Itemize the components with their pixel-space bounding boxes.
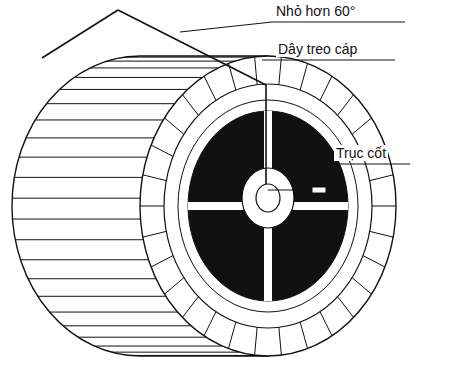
flange-rib (372, 206, 396, 207)
hanging-rope (42, 10, 118, 58)
flange-rib (300, 322, 307, 349)
cable-winding (28, 278, 156, 279)
cable-winding (12, 219, 140, 220)
flange-rib (143, 175, 166, 181)
drum-flange (140, 56, 396, 356)
cable-winding (38, 296, 166, 297)
hub-bore (256, 184, 280, 212)
flange-rib (279, 327, 282, 355)
flange-rib (255, 327, 258, 355)
cable-winding (63, 325, 191, 326)
cable-winding (15, 239, 143, 240)
flange-inner-ring (164, 84, 372, 328)
flange-rib (370, 175, 393, 181)
flange-rib (151, 256, 173, 267)
flange-rib (228, 322, 235, 349)
cable-winding (19, 157, 147, 158)
leader-line (305, 164, 330, 187)
cable-winding (94, 346, 222, 347)
cable-winding (46, 103, 174, 104)
flange-rib (338, 95, 354, 116)
flange-ring (178, 100, 358, 312)
cable-winding (90, 67, 218, 68)
flange-rib (182, 297, 198, 318)
part-label: Dây treo cáp (276, 41, 359, 57)
cable-winding (14, 177, 142, 178)
cable-winding (59, 89, 187, 90)
flange-rib (182, 95, 198, 116)
flange-rib (164, 278, 183, 294)
shaft-dot (299, 187, 305, 193)
flange-rib (143, 231, 166, 237)
flange-rib (363, 256, 385, 267)
cable-winding (49, 312, 177, 313)
cable-winding (12, 198, 140, 199)
part-label: Nhỏ hơn 60° (274, 3, 357, 19)
part-label: Trục cốt (334, 145, 388, 161)
label-underline (272, 22, 405, 23)
drum-core (188, 111, 348, 301)
flange-rib (140, 206, 164, 207)
flange-rib (279, 57, 282, 85)
flange-rib (320, 76, 332, 100)
cable-winding (74, 77, 202, 78)
label-underline (330, 164, 410, 165)
hanging-rope (118, 10, 266, 85)
flange-rib (320, 312, 332, 336)
hanging-rope (265, 85, 267, 184)
flange-rib (151, 145, 173, 156)
label-underline (262, 60, 395, 61)
cable-winding (35, 119, 163, 120)
flange-rib (300, 63, 307, 90)
cable-winding (124, 57, 252, 58)
flange-rib (338, 297, 354, 318)
flange-rib (370, 231, 393, 237)
flange-rib (204, 312, 216, 336)
cable-winding (107, 61, 235, 62)
cable-winding (21, 259, 149, 260)
cable-winding (78, 337, 206, 338)
flange-rib (164, 118, 183, 134)
flange-rib (204, 76, 216, 100)
cable-winding (111, 352, 239, 353)
cable-winding (129, 355, 257, 356)
hub (242, 168, 294, 228)
leader-line (180, 22, 272, 32)
flange-rib (352, 278, 371, 294)
flange-rib (352, 118, 371, 134)
cable-winding (26, 137, 154, 138)
shaft-end (312, 187, 326, 193)
